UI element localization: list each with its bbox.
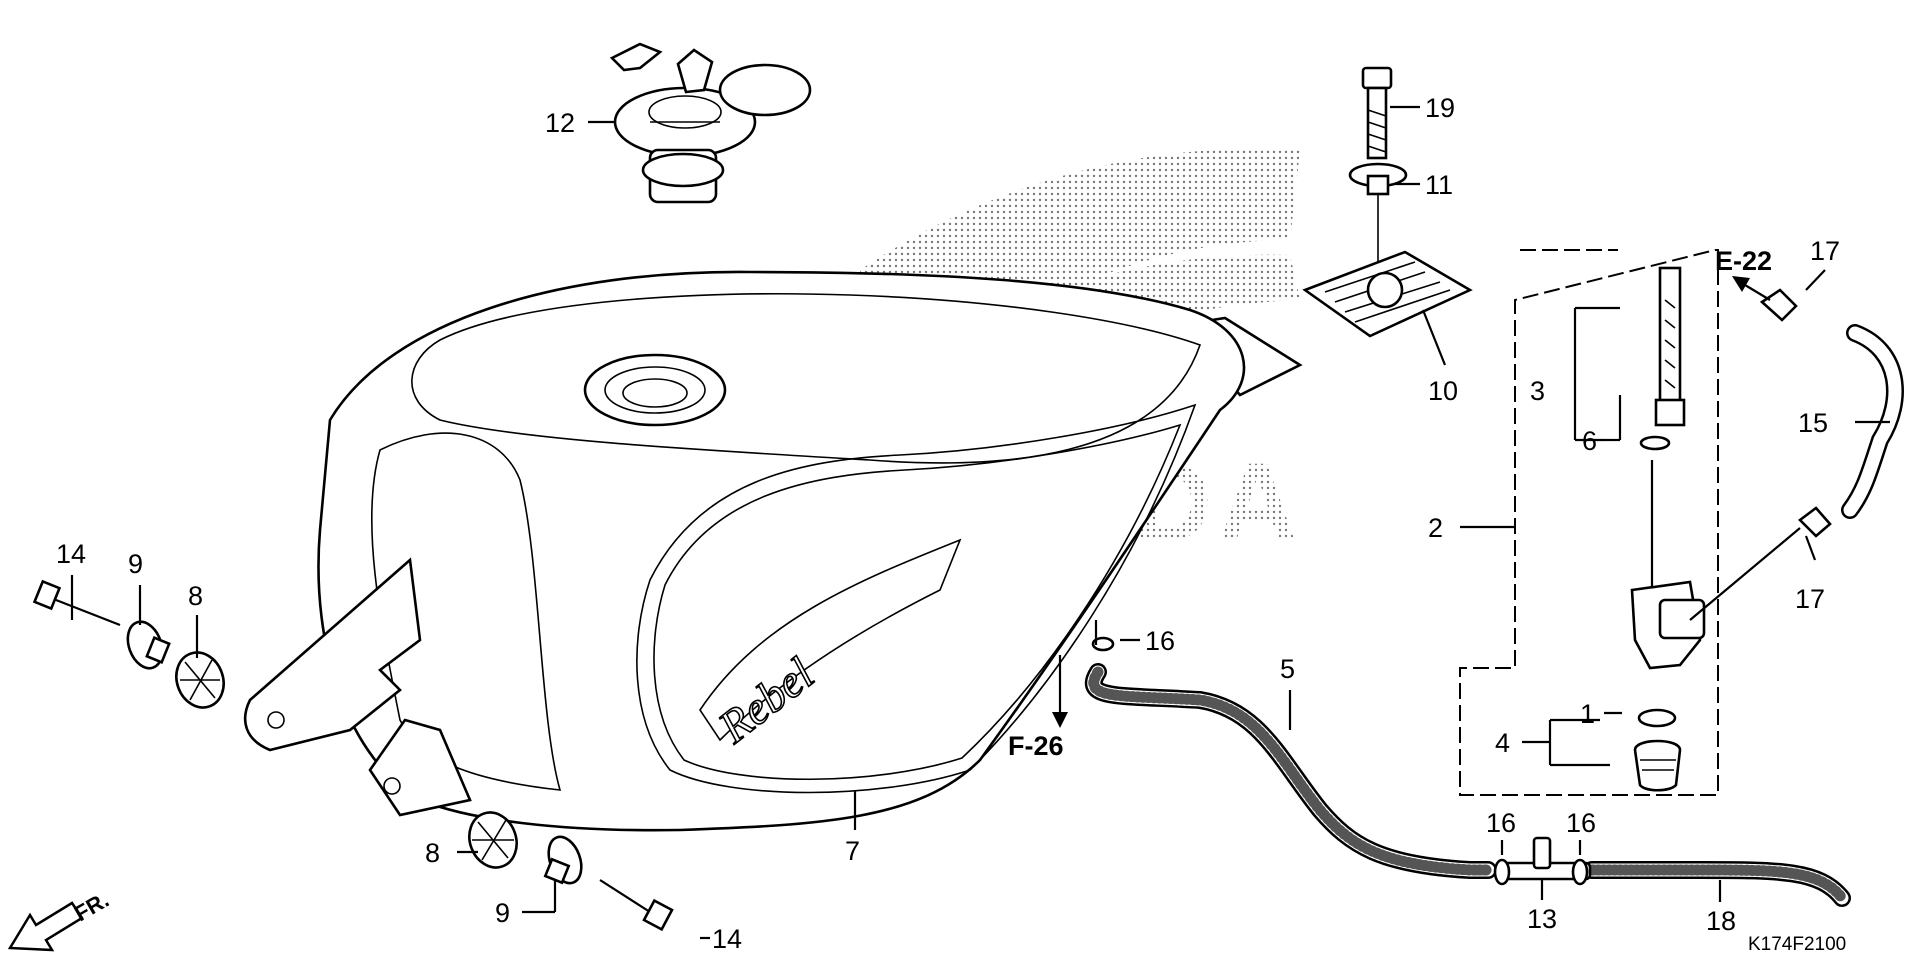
callout-numbers: 12 19 11 10 3 6 2 1 4 17 15 17 14 9 8 16… — [56, 93, 1840, 954]
callout-11: 11 — [1425, 170, 1453, 200]
front-mount-lower — [468, 811, 674, 932]
callout-16-left: 16 — [1486, 808, 1516, 838]
fuel-hoses — [1084, 288, 1904, 907]
callout-14-bottom: 14 — [712, 924, 742, 954]
callout-5: 5 — [1280, 654, 1295, 684]
callout-18: 18 — [1706, 906, 1736, 936]
callout-19: 19 — [1425, 93, 1455, 123]
diagram-code: K174F2100 — [1748, 934, 1846, 955]
callout-12: 12 — [545, 108, 575, 138]
callout-9-bottom: 9 — [495, 898, 510, 928]
fuel-tank: Rebel — [243, 270, 1303, 832]
callout-1: 1 — [1580, 699, 1595, 729]
callout-7: 7 — [845, 836, 860, 866]
callout-14-top: 14 — [56, 539, 86, 569]
callout-17-top: 17 — [1810, 236, 1840, 266]
callout-9-top: 9 — [128, 549, 143, 579]
callout-2: 2 — [1428, 513, 1443, 543]
callout-6: 6 — [1582, 426, 1597, 456]
callout-13: 13 — [1527, 904, 1557, 934]
leader-lines — [70, 105, 1890, 940]
front-mount-upper — [32, 579, 225, 709]
fuel-cap-assembly — [609, 42, 812, 204]
callout-10: 10 — [1428, 376, 1458, 406]
callout-16-right: 16 — [1566, 808, 1596, 838]
callout-8-bottom: 8 — [425, 838, 440, 868]
fuel-valve-assembly — [1459, 249, 1719, 796]
front-direction-arrow: FR. — [7, 887, 113, 952]
callout-3: 3 — [1530, 376, 1545, 406]
callout-16-tank: 16 — [1145, 626, 1175, 656]
rear-mount-assembly — [1302, 66, 1473, 338]
callout-4: 4 — [1495, 728, 1510, 758]
ref-f26[interactable]: F-26 — [1008, 731, 1064, 761]
callout-17-bottom: 17 — [1795, 584, 1825, 614]
callout-15: 15 — [1798, 408, 1828, 438]
callout-8-top: 8 — [188, 581, 203, 611]
ref-e22[interactable]: E-22 — [1715, 246, 1772, 276]
